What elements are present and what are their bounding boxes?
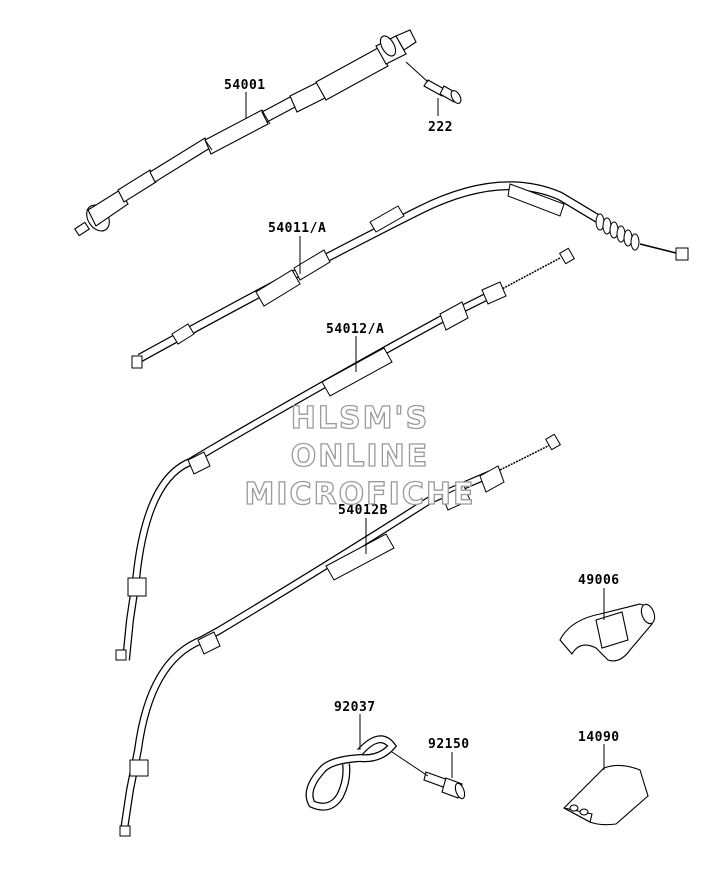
watermark-line-2: ONLINE [291,439,430,474]
watermark-line-3: MICROFICHE [245,477,476,512]
part-number-92150: 92150 [428,737,470,752]
part-number-54012B: 54012B [338,503,388,518]
throttle-cable-54012B[interactable] [119,433,562,837]
throttle-cable-54012A[interactable] [115,247,576,661]
screw-222[interactable] [423,79,463,105]
clamp-92037[interactable] [305,735,398,811]
part-number-92037: 92037 [334,700,376,715]
throttle-cable-54011[interactable] [131,181,689,369]
part-number-222: 222 [428,120,453,135]
part-number-14090: 14090 [578,730,620,745]
bolt-92150[interactable] [423,771,466,800]
watermark-line-1: HLSM'S [291,401,429,436]
part-number-49006: 49006 [578,573,620,588]
holder-14090[interactable] [563,764,649,826]
boot-49006[interactable] [559,603,657,662]
speedometer-cable[interactable] [74,29,417,237]
part-number-54011A: 54011/A [268,221,326,236]
part-number-54001: 54001 [224,78,266,93]
part-number-54012A: 54012/A [326,322,384,337]
